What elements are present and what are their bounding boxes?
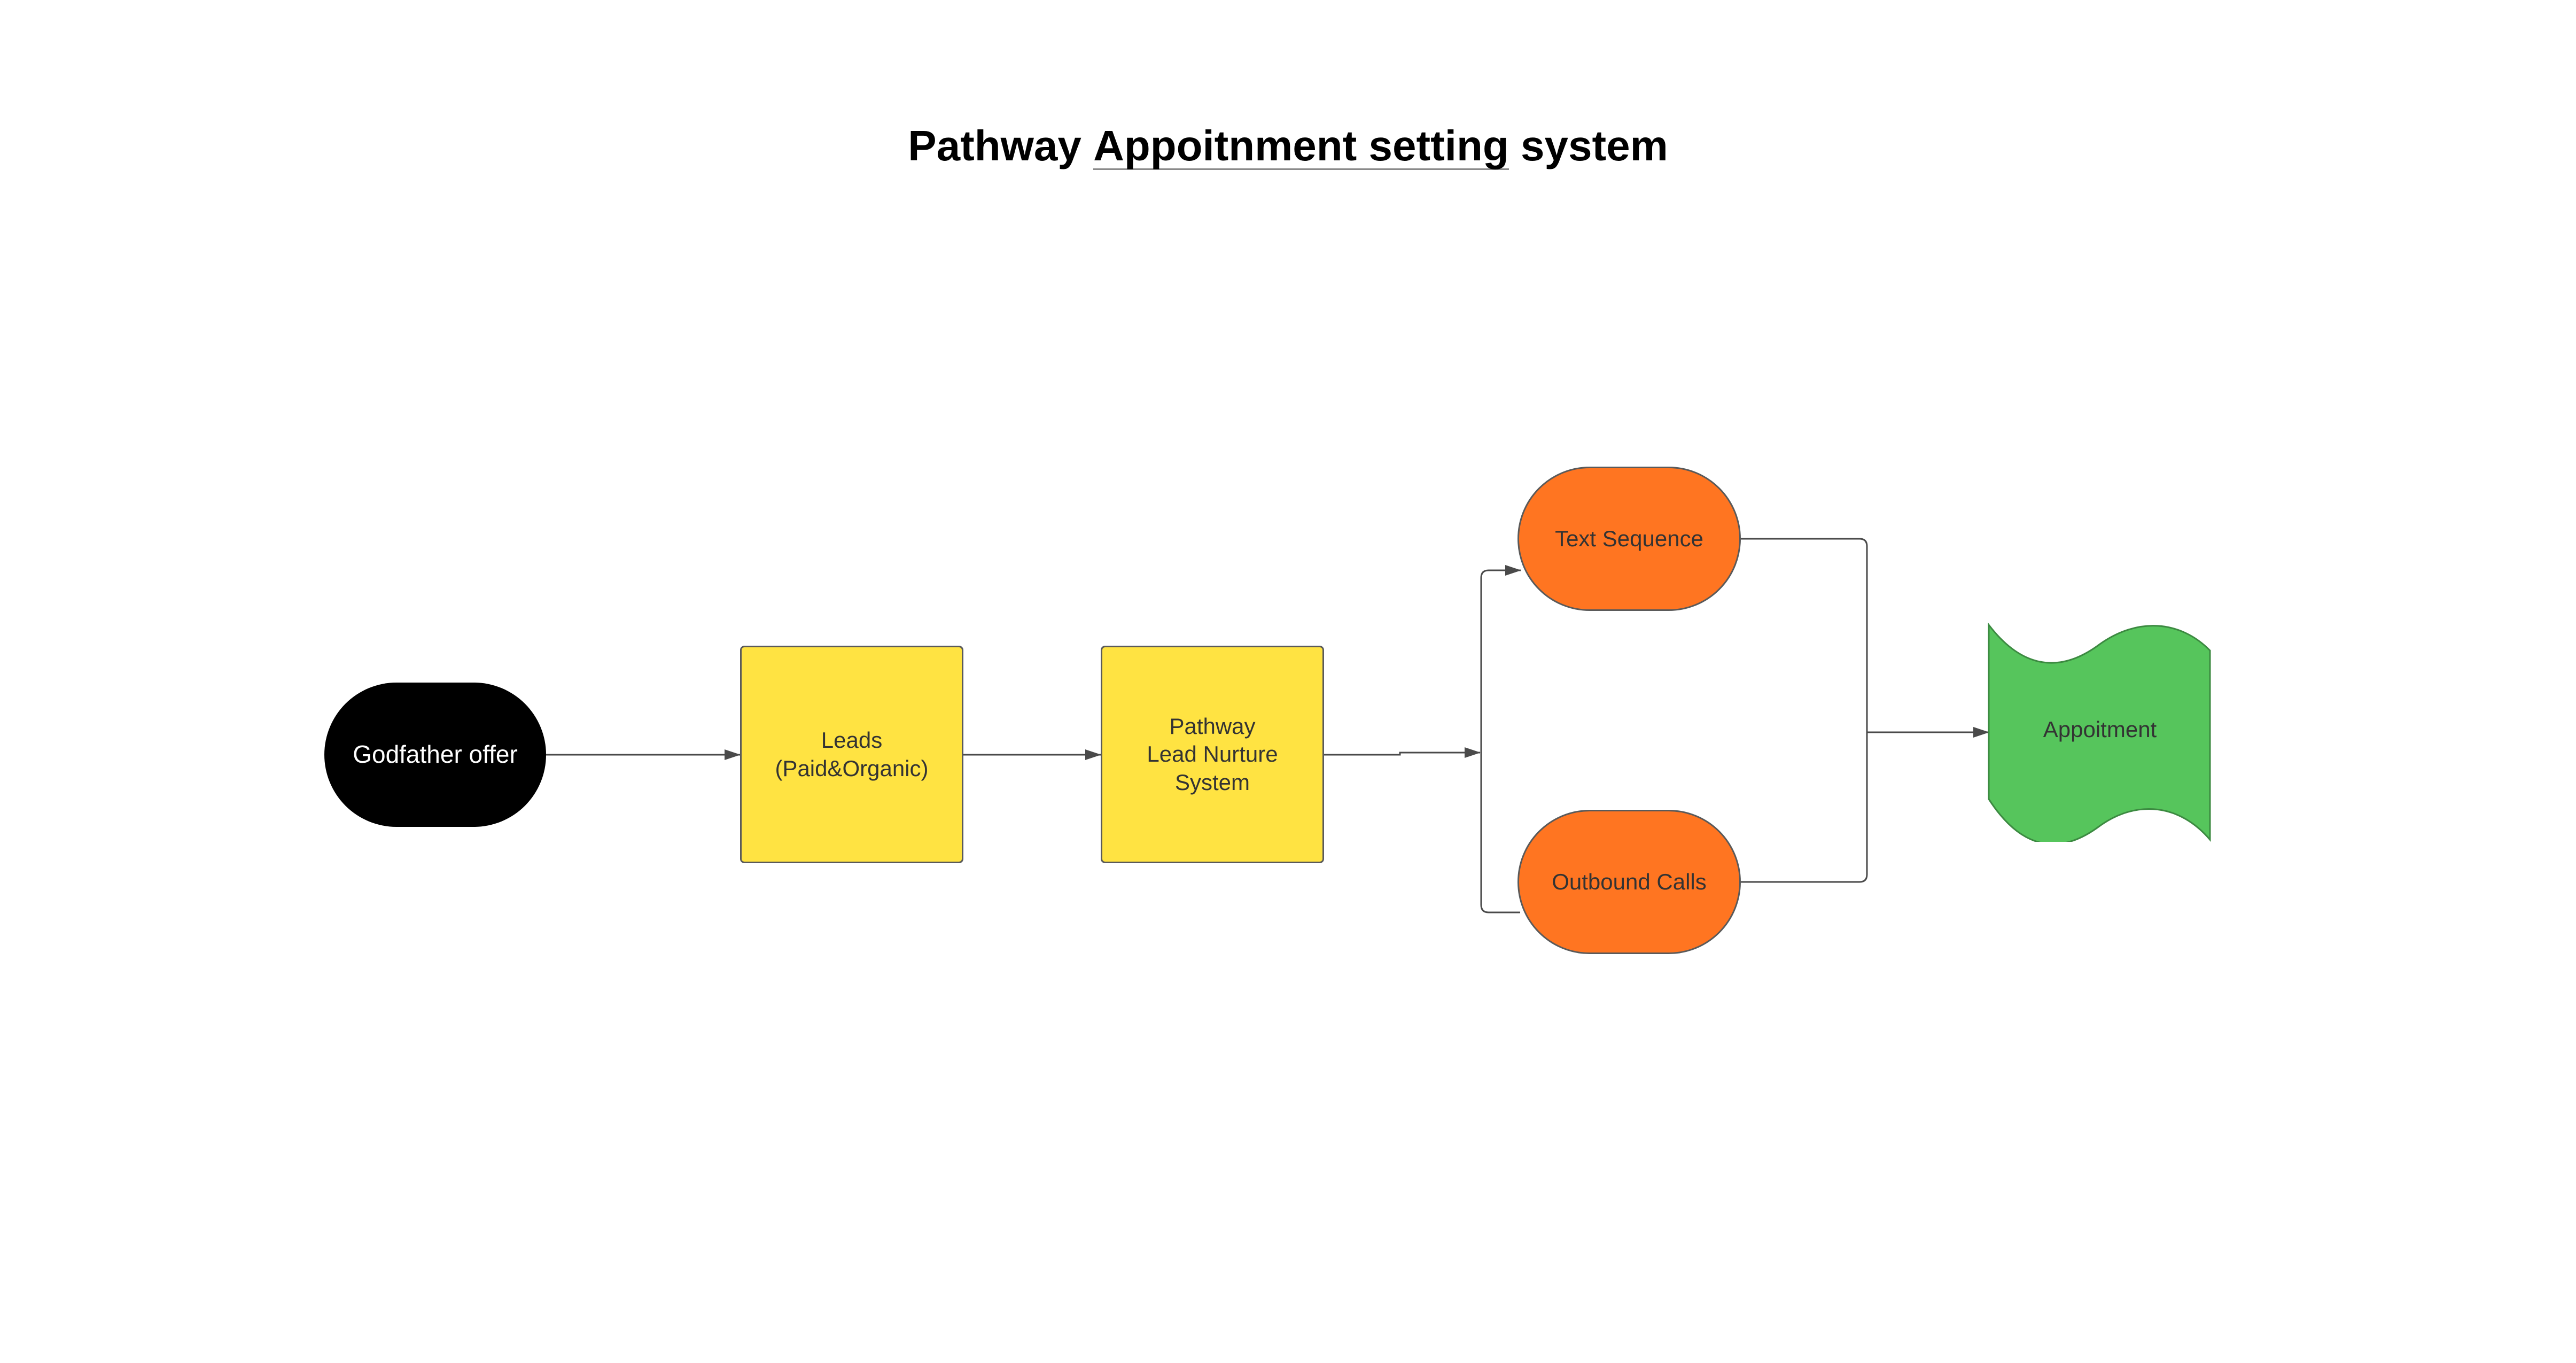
connector-nurture-to-split	[1324, 747, 1481, 758]
node-outbound-calls-label: Outbound Calls	[1552, 869, 1707, 894]
node-appointment-label: Appoitment	[2043, 716, 2157, 742]
node-text-sequence[interactable]: Text Sequence	[1517, 467, 1741, 611]
title-underlined-word: Appoitnment setting	[1093, 122, 1509, 170]
node-godfather-offer-label: Godfather offer	[353, 740, 518, 769]
connector-split-to-text-sequence-visible	[1480, 565, 1521, 913]
node-appointment-shape[interactable]	[1988, 623, 2212, 842]
title-suffix: system	[1508, 122, 1668, 169]
node-leads-label: Leads (Paid&Organic)	[775, 727, 929, 781]
node-outbound-calls[interactable]: Outbound Calls	[1517, 810, 1741, 954]
node-lead-nurture-system[interactable]: Pathway Lead Nurture System	[1101, 646, 1324, 863]
node-appointment: Appoitment	[1988, 623, 2212, 837]
node-godfather-offer[interactable]: Godfather offer	[324, 683, 546, 827]
node-lead-nurture-system-label: Pathway Lead Nurture System	[1147, 713, 1278, 795]
node-leads[interactable]: Leads (Paid&Organic)	[740, 646, 963, 863]
node-text-sequence-label: Text Sequence	[1555, 525, 1703, 551]
title-prefix: Pathway	[908, 122, 1094, 169]
diagram-title: Pathway Appoitnment setting system	[0, 120, 2576, 172]
connector-text-sequence-to-merge	[1740, 538, 1868, 883]
